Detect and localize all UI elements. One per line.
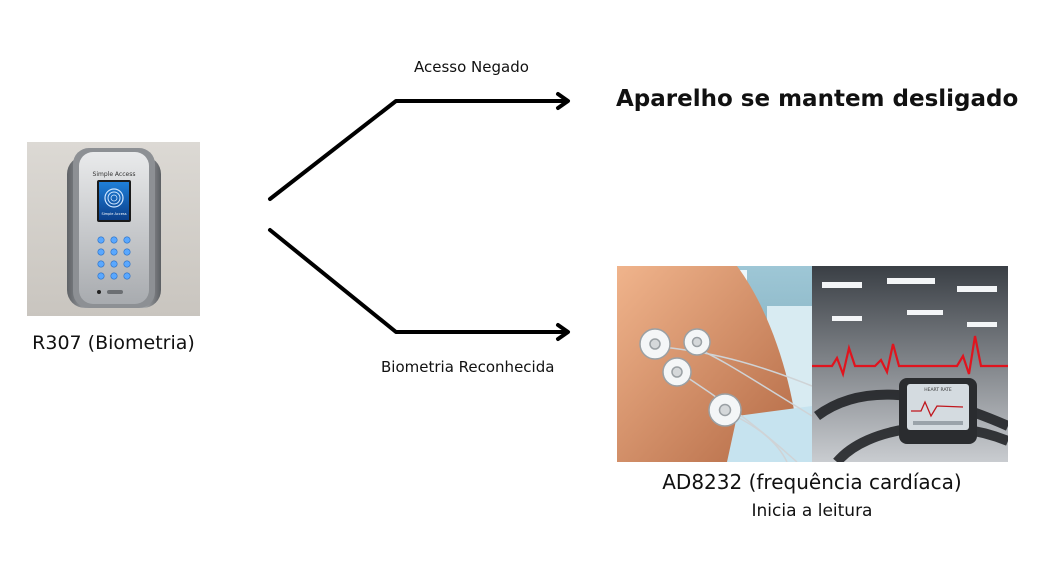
recognized-arrow <box>268 228 568 334</box>
device-screen-text: Simple Access <box>101 212 126 216</box>
biometric-device-image: Simple Access Simple Access <box>27 142 200 316</box>
heart-rate-sensor-subcaption: Inicia a leitura <box>751 501 873 521</box>
denied-branch-label: Acesso Negado <box>414 58 529 76</box>
monitor-header-text: HEART RATE <box>924 387 952 393</box>
heart-rate-sensor-caption: AD8232 (frequência cardíaca) <box>662 470 962 494</box>
denied-outcome-text: Aparelho se mantem desligado <box>616 86 1019 112</box>
heart-rate-sensor-image: HEART RATE <box>617 266 1008 462</box>
recognized-arrowhead <box>556 323 570 341</box>
device-brand-text: Simple Access <box>93 171 136 178</box>
ecg-trace <box>812 335 1008 378</box>
denied-arrow <box>268 99 568 201</box>
denied-arrowhead <box>556 92 570 110</box>
device-caption: R307 (Biometria) <box>32 332 195 354</box>
recognized-branch-label: Biometria Reconhecida <box>381 358 555 376</box>
